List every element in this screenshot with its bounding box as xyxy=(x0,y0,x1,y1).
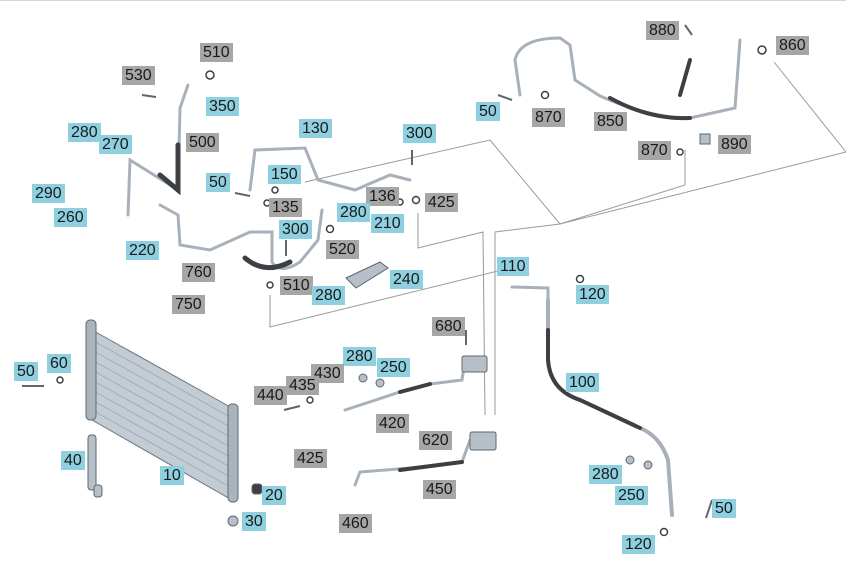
part-number-label: 300 xyxy=(403,124,436,143)
part-number-label: 30 xyxy=(242,512,266,531)
leader-lines xyxy=(269,61,846,416)
condenser xyxy=(85,319,239,503)
hose-line-850 xyxy=(513,36,742,121)
top-border xyxy=(0,0,846,1)
part-number-label: 135 xyxy=(269,198,302,217)
part-number-label: 280 xyxy=(343,347,376,366)
part-number-label: 460 xyxy=(339,514,372,533)
hose-line-130 xyxy=(248,146,412,192)
part-number-label: 430 xyxy=(311,364,344,383)
part-number-label: 450 xyxy=(423,480,456,499)
part-number-label: 280 xyxy=(68,123,101,142)
part-number-label: 150 xyxy=(268,165,301,184)
part-number-label: 510 xyxy=(280,276,313,295)
part-number-label: 280 xyxy=(589,465,622,484)
part-number-label: 50 xyxy=(712,499,736,518)
part-number-label: 50 xyxy=(206,173,230,192)
part-number-label: 510 xyxy=(200,43,233,62)
part-number-label: 250 xyxy=(377,358,410,377)
part-number-label: 500 xyxy=(186,133,219,152)
part-number-label: 860 xyxy=(776,36,809,55)
part-number-label: 520 xyxy=(326,240,359,259)
part-number-label: 425 xyxy=(294,449,327,468)
part-number-label: 260 xyxy=(54,208,87,227)
part-number-label: 60 xyxy=(47,354,71,373)
part-number-label: 10 xyxy=(160,466,184,485)
part-number-label: 435 xyxy=(286,376,319,395)
part-number-label: 250 xyxy=(615,486,648,505)
part-number-label: 870 xyxy=(532,108,565,127)
part-number-label: 50 xyxy=(476,102,500,121)
hose-line-500 xyxy=(126,83,324,271)
part-number-label: 350 xyxy=(206,97,239,116)
part-number-label: 110 xyxy=(497,257,529,276)
part-number-label: 280 xyxy=(337,203,370,222)
part-number-label: 130 xyxy=(299,119,332,138)
part-number-label: 620 xyxy=(419,431,452,450)
hose-line-420-450 xyxy=(343,358,472,487)
part-number-label: 440 xyxy=(254,386,287,405)
part-number-label: 136 xyxy=(366,187,399,206)
part-number-label: 100 xyxy=(566,373,599,392)
part-number-label: 40 xyxy=(61,451,85,470)
part-number-label: 680 xyxy=(432,317,465,336)
part-number-label: 530 xyxy=(122,66,155,85)
part-number-label: 270 xyxy=(99,135,132,154)
part-number-label: 850 xyxy=(594,112,627,131)
part-number-label: 20 xyxy=(262,486,286,505)
part-number-label: 750 xyxy=(172,295,205,314)
part-number-label: 210 xyxy=(371,214,404,233)
part-number-label: 880 xyxy=(646,21,679,40)
part-number-label: 420 xyxy=(376,414,409,433)
dryer-cartridge xyxy=(87,434,97,491)
part-number-label: 280 xyxy=(312,286,345,305)
part-number-label: 300 xyxy=(279,220,312,239)
part-number-label: 120 xyxy=(576,285,609,304)
part-number-label: 425 xyxy=(425,193,458,212)
part-number-label: 240 xyxy=(390,270,423,289)
part-number-label: 890 xyxy=(718,135,751,154)
part-number-label: 290 xyxy=(32,184,65,203)
part-number-label: 220 xyxy=(126,241,159,260)
part-number-label: 870 xyxy=(638,141,671,160)
part-number-label: 760 xyxy=(182,263,215,282)
part-number-label: 50 xyxy=(14,362,38,381)
hose-line-100 xyxy=(510,285,674,517)
seal-rings xyxy=(56,45,767,537)
small-parts xyxy=(93,133,711,527)
bolts xyxy=(22,24,713,519)
part-number-label: 120 xyxy=(622,535,655,554)
